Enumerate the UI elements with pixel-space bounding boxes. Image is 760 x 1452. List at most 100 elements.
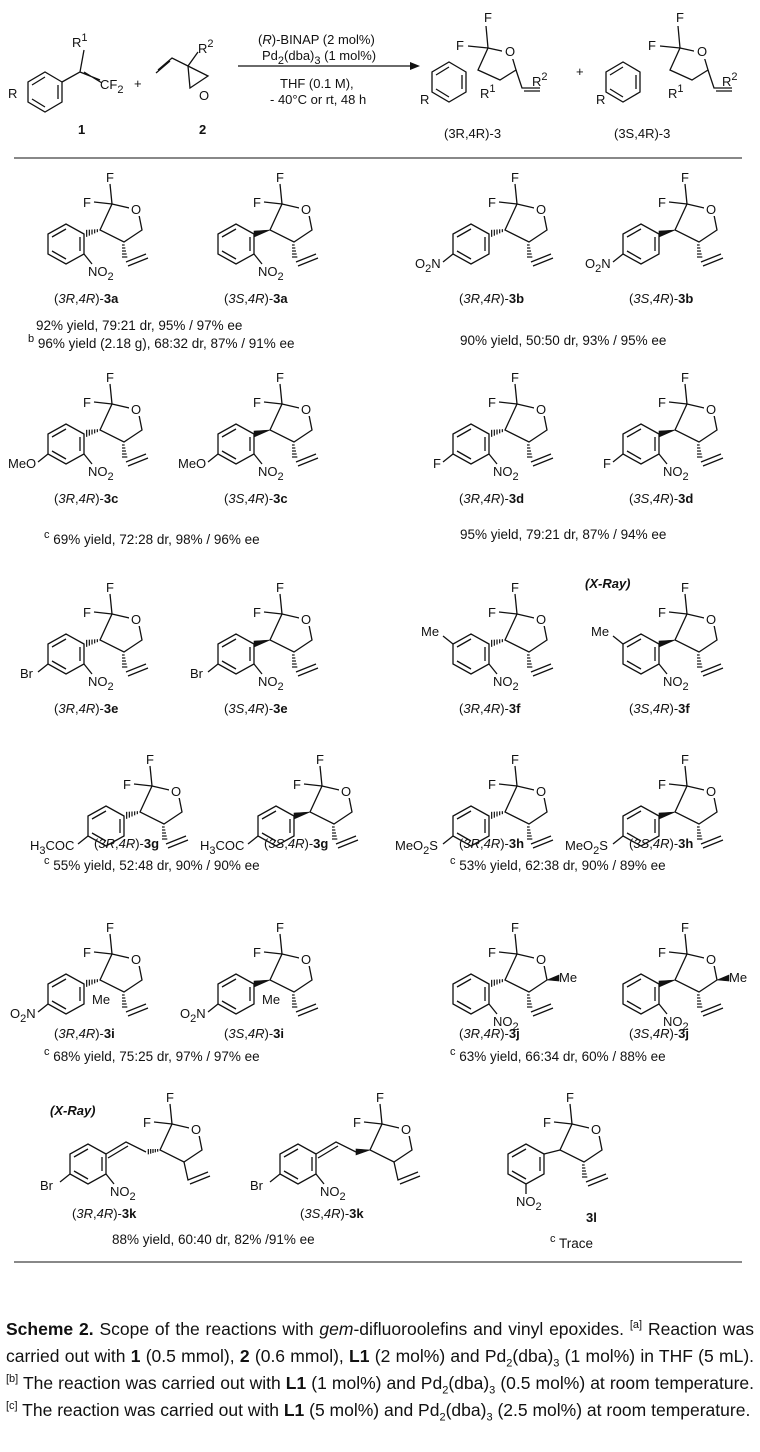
vinyl-bond (700, 835, 724, 849)
nitro-label: O2N (10, 1006, 36, 1025)
thf-ring (504, 953, 548, 993)
condition-line-1: (R)-BINAP (2 mol%) (258, 32, 375, 47)
r2-label: R2 (198, 38, 214, 56)
reagent-1-number: 1 (78, 122, 85, 137)
caption-text: gem (319, 1319, 354, 1339)
caption-text: (2 mol%) and Pd (369, 1346, 507, 1366)
acetyl-label: H3COC (200, 838, 244, 857)
aromatic-bonds (221, 428, 251, 460)
f-atom: F (658, 195, 666, 210)
vinyl-bond (335, 835, 359, 849)
substituent-bond (207, 663, 219, 673)
no2-bond (253, 253, 263, 265)
benzene-ring (279, 1143, 317, 1185)
caption-text: Scope of the reactions with (93, 1319, 320, 1339)
f-atom: F (511, 170, 519, 185)
aromatic-bonds (456, 638, 486, 670)
f-atom: F (123, 777, 131, 792)
o-atom: O (131, 952, 141, 967)
methyl-label: Me (92, 992, 110, 1007)
benzene-ring (507, 1143, 545, 1185)
result-text: 88% yield, 60:40 dr, 82% /91% ee (112, 1232, 315, 1247)
f-atom: F (253, 195, 261, 210)
aromatic-bonds (626, 978, 656, 1010)
substituent-bond (207, 1003, 219, 1013)
compound-label: (3R,4R)-3e (54, 701, 118, 716)
compound-label: (3S,4R)-3f (629, 701, 690, 716)
o-mask (129, 402, 143, 416)
compound-ref: L1 (285, 1373, 307, 1393)
f-atom: F (681, 170, 689, 185)
no2-bond (315, 1173, 325, 1185)
o-atom: O (131, 202, 141, 217)
thf-ring (269, 953, 313, 993)
caption-text: The reaction was carried out with (17, 1400, 284, 1420)
o-mask (704, 402, 718, 416)
nitro-label: O2N (585, 256, 611, 275)
substituent-bond (247, 835, 259, 845)
plus-sign-1: + (134, 76, 142, 91)
nitro-label: NO2 (663, 1014, 689, 1033)
f-atom: F (83, 395, 91, 410)
o-atom: O (191, 1122, 201, 1137)
benzene-ring (622, 223, 660, 265)
benzene-ring (452, 633, 490, 675)
o-atom: O (706, 402, 716, 417)
benzene-ring (217, 633, 255, 675)
f-atom: F (488, 777, 496, 792)
o-atom: O (536, 612, 546, 627)
o-mask (704, 952, 718, 966)
caption-text: (1 mol%) in THF (5 mL). (559, 1346, 755, 1366)
acetyl-label: H3COC (30, 838, 74, 857)
substituent-bond (442, 453, 454, 463)
benzene-ring (217, 423, 255, 465)
thf-ring (99, 203, 143, 243)
benzene-ring (47, 423, 85, 465)
o-atom: O (706, 952, 716, 967)
bromo-label: Br (250, 1178, 264, 1193)
aromatic-bonds (456, 978, 486, 1010)
vinyl-bond (295, 453, 319, 467)
o-mask (129, 202, 143, 216)
vinyl-bond (585, 1173, 609, 1187)
vinyl-bond (393, 1161, 421, 1185)
cf-bonds (303, 765, 323, 787)
nitro-label: NO2 (258, 674, 284, 693)
caption-text: (5 mol%) and Pd (304, 1400, 440, 1420)
plus-sign-2: + (576, 64, 584, 79)
thf-ring (674, 785, 718, 825)
cf-bonds (263, 593, 283, 615)
o-mask (534, 952, 548, 966)
product-b-label: (3S,4R)-3 (614, 126, 670, 141)
o-mask (339, 784, 353, 798)
cf-bonds (93, 183, 113, 205)
caption-title: Scheme 2. (6, 1319, 94, 1339)
aromatic-bonds (91, 810, 121, 842)
f-atom: F (276, 170, 284, 185)
caption-text: (dba) (448, 1373, 490, 1393)
o-atom: O (505, 44, 515, 59)
subscript: 2 (506, 1357, 513, 1370)
wedge-bond (355, 1148, 371, 1156)
aromatic-bonds (51, 978, 81, 1010)
cf-bonds (668, 593, 688, 615)
o-atom: O (536, 784, 546, 799)
subscript: 3 (489, 1384, 496, 1397)
thf-ring (559, 1123, 603, 1163)
thf-ring (99, 403, 143, 443)
result-text: 95% yield, 79:21 dr, 87% / 94% ee (460, 527, 666, 542)
aromatic-bonds (626, 810, 656, 842)
r1-label: R1 (72, 32, 88, 50)
f-atom: F (681, 752, 689, 767)
o-mask (129, 612, 143, 626)
r2-label: R2 (722, 71, 738, 89)
condition-line-2: Pd2(dba)3 (1 mol%) (262, 48, 376, 67)
f-atom: F (488, 395, 496, 410)
cf-bonds (498, 593, 518, 615)
